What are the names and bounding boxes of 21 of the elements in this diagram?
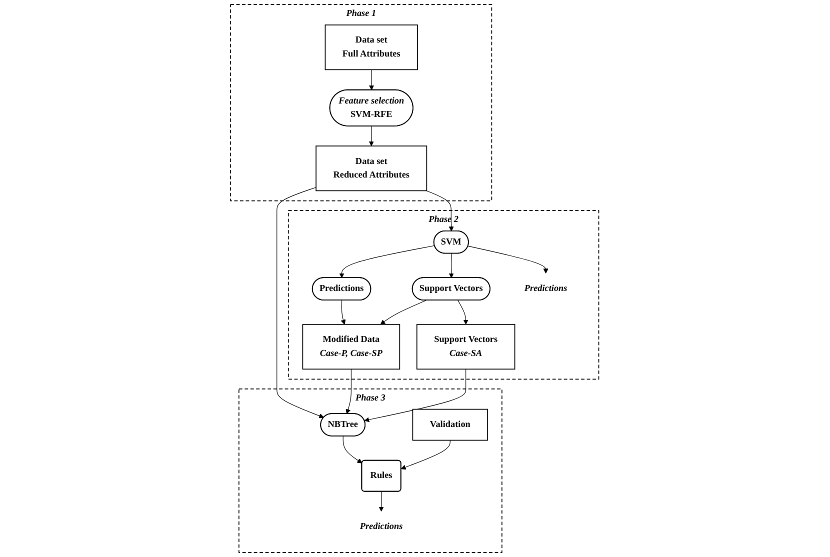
arrow [364, 368, 466, 422]
arrow [458, 300, 469, 325]
arrow [341, 300, 346, 325]
arrow [276, 187, 324, 418]
node-box: Data set Full Attributes [325, 24, 418, 70]
node-box: Modified Data Case-P, Case-SP [302, 324, 400, 370]
arrow [369, 126, 374, 146]
arrow [340, 245, 436, 278]
arrow [401, 440, 451, 470]
arrow [380, 300, 427, 325]
arrow [343, 436, 363, 464]
node-box: Data set Reduced Attributes [316, 146, 428, 192]
node-box: Support Vectors Case-SA [416, 324, 516, 370]
arrow [468, 246, 549, 274]
arrow [346, 368, 352, 414]
node-text: Predictions [524, 284, 568, 294]
arrow [369, 69, 374, 90]
arrow [449, 253, 454, 278]
node-text: Predictions [360, 522, 404, 532]
node-box: Validation [412, 408, 488, 441]
arrow [379, 491, 384, 512]
